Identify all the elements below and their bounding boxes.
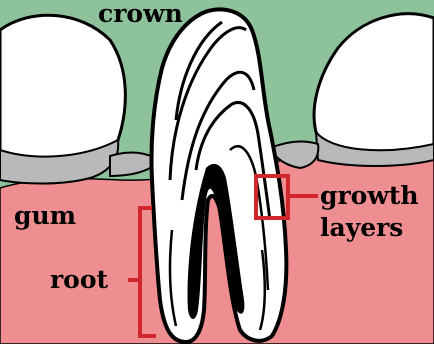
layers-label: layers — [320, 213, 403, 242]
gum-label: gum — [14, 201, 76, 230]
root-label: root — [50, 265, 109, 294]
growth-label: growth — [320, 181, 419, 210]
crown-label: crown — [98, 0, 183, 28]
